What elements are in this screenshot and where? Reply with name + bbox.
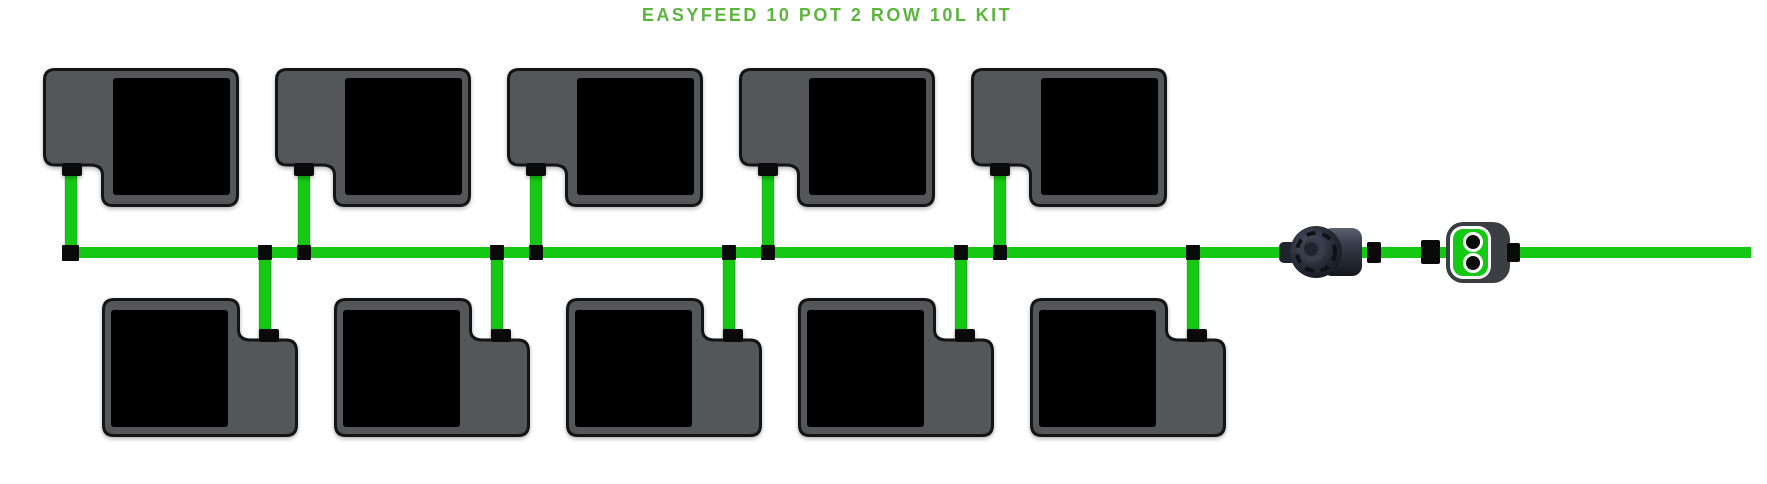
valve-port-bottom — [1463, 253, 1483, 273]
tee-fitting — [993, 245, 1007, 260]
feed-tube — [529, 167, 543, 253]
feed-tube — [297, 167, 311, 253]
main-supply-line — [64, 247, 1751, 258]
tee-fitting — [1186, 245, 1200, 260]
elbow-fitting — [62, 245, 79, 261]
feed-tube — [64, 167, 78, 253]
easyfeed-valve — [1446, 222, 1510, 283]
valve-port-top — [1463, 232, 1483, 252]
inline-filter — [1279, 226, 1362, 278]
tee-fitting — [297, 245, 311, 260]
filter-cap-hub — [1304, 242, 1318, 256]
feed-tube — [490, 251, 504, 337]
feed-tube — [954, 251, 968, 337]
straight-fitting — [1507, 243, 1520, 262]
tee-fitting — [258, 245, 272, 260]
straight-fitting — [1421, 240, 1440, 264]
tee-fitting — [490, 245, 504, 260]
tee-fitting — [529, 245, 543, 260]
feed-tube — [993, 167, 1007, 253]
feed-tube — [722, 251, 736, 337]
straight-fitting — [1367, 242, 1381, 263]
feed-tube — [1186, 251, 1200, 337]
feed-tube — [761, 167, 775, 253]
feed-tube — [258, 251, 272, 337]
diagram-title: EASYFEED 10 POT 2 ROW 10L KIT — [641, 5, 1013, 25]
tee-fitting — [954, 245, 968, 260]
filter-fins — [1295, 231, 1337, 273]
tee-fitting — [761, 245, 775, 260]
tee-fitting — [722, 245, 736, 260]
